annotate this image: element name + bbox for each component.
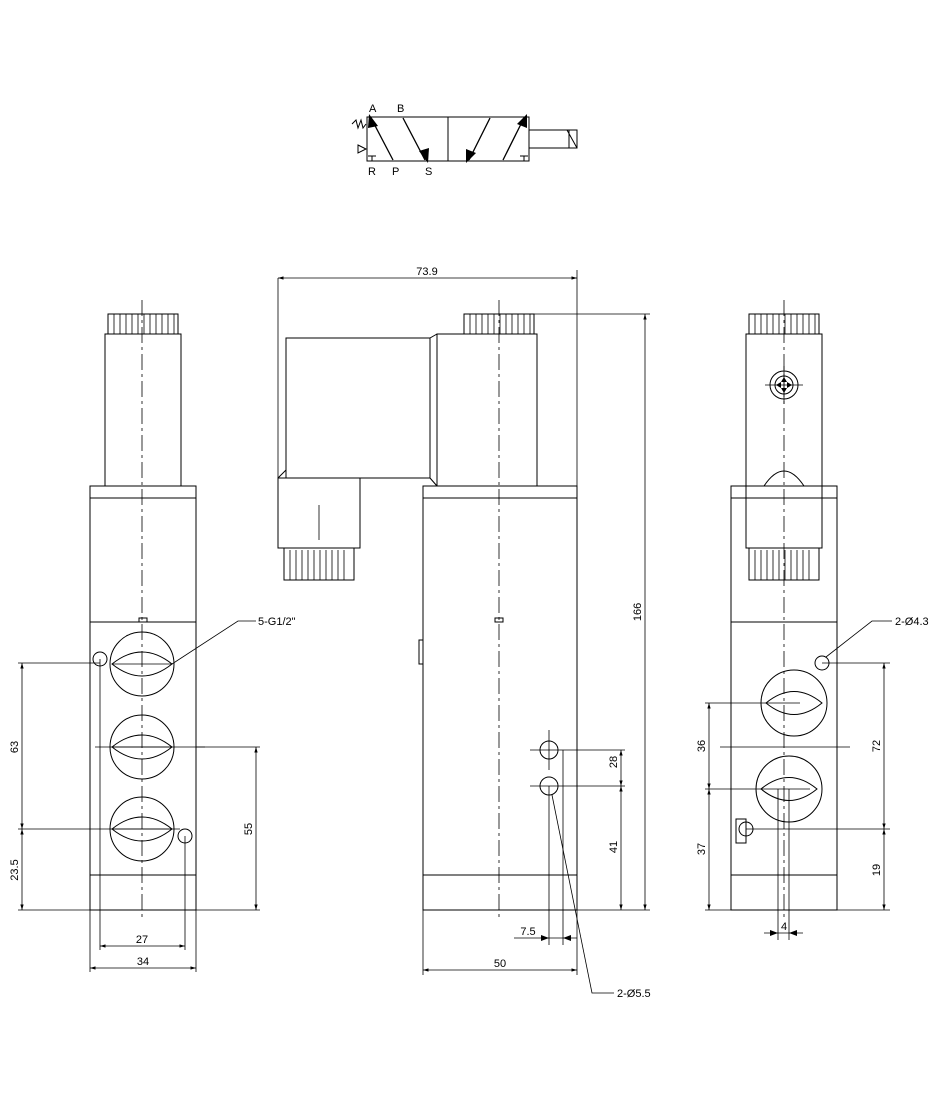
left-view: 5-G1/2" 63 23.5 55 27 34 [9,300,296,972]
dim-4: 4 [781,921,787,933]
center-holes-callout: 2-Ø5.5 [617,988,651,1000]
right-view: 36 37 72 19 4 2-Ø4.3 [696,300,929,940]
dim-19: 19 [871,864,883,876]
port-r-label: R [368,166,376,178]
dim-63: 63 [9,741,21,753]
dim-27: 27 [136,934,148,946]
ports-callout: 5-G1/2" [258,616,296,628]
dim-23-5: 23.5 [9,859,21,880]
port-s-label: S [425,166,432,178]
dim-28: 28 [608,756,620,768]
dim-34: 34 [137,956,149,968]
dim-166: 166 [632,603,644,621]
dim-55: 55 [243,823,255,835]
dim-36: 36 [696,740,708,752]
right-holes-callout: 2-Ø4.3 [895,616,929,628]
port-p-label: P [392,166,399,178]
port-a-label: A [369,103,377,115]
dim-50: 50 [494,958,506,970]
dim-73-9: 73.9 [416,266,437,278]
dim-7-5: 7.5 [520,926,535,938]
center-view: 73.9 166 28 41 7.5 50 2-Ø5.5 [277,266,651,1000]
port-b-label: B [397,103,404,115]
dim-37: 37 [696,843,708,855]
dim-72: 72 [871,740,883,752]
dim-41: 41 [608,841,620,853]
valve-symbol: A B R P S [351,103,578,178]
